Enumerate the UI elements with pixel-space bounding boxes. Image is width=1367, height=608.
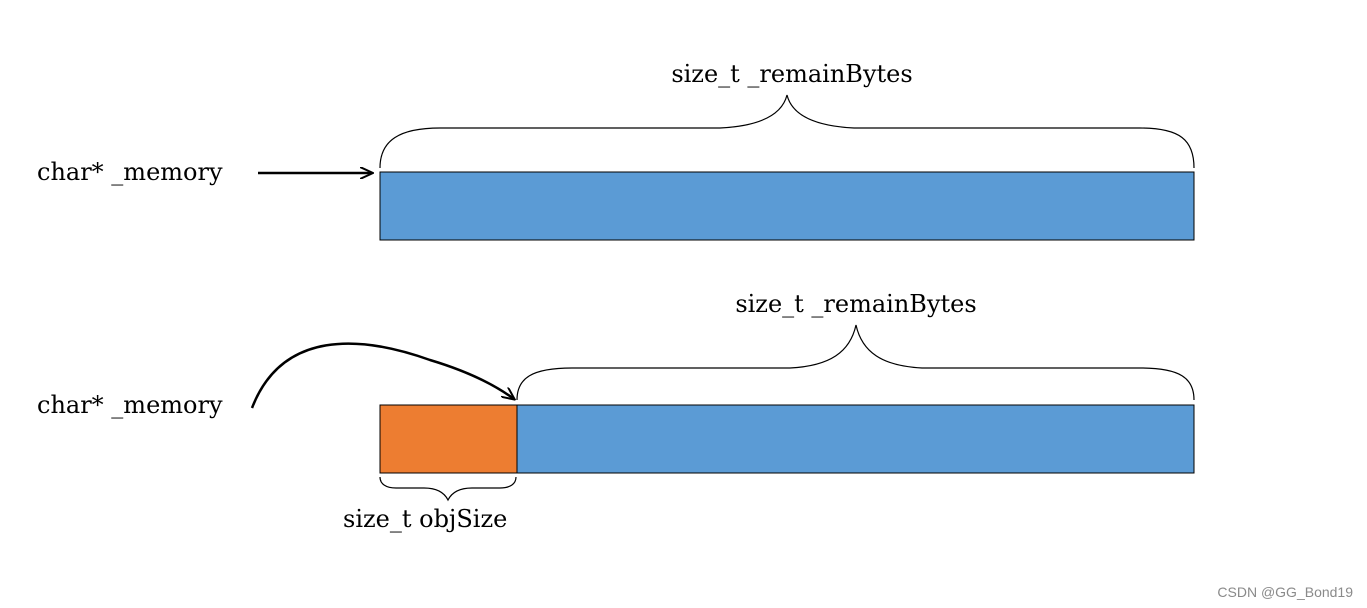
csdn-watermark: CSDN @GG_Bond19 (1217, 584, 1353, 600)
bottom-pointer-arrow (250, 342, 514, 409)
bottom-state: size_t _remainBytes char* _memory size_t… (37, 290, 1195, 533)
obj-size-brace (379, 476, 517, 502)
bottom-remain-bytes-label: size_t _remainBytes (735, 290, 976, 318)
top-remain-bytes-brace (379, 94, 1195, 169)
top-free-memory-block (379, 171, 1195, 241)
top-state: size_t _remainBytes char* _memory (37, 60, 1195, 241)
obj-size-label: size_t objSize (343, 505, 507, 533)
allocated-object-block (379, 404, 518, 474)
top-pointer-label: char* _memory (37, 158, 223, 186)
bottom-free-memory-block (516, 404, 1195, 474)
bottom-pointer-label: char* _memory (37, 391, 223, 419)
top-remain-bytes-label: size_t _remainBytes (671, 60, 912, 88)
bottom-remain-bytes-brace (516, 324, 1195, 401)
